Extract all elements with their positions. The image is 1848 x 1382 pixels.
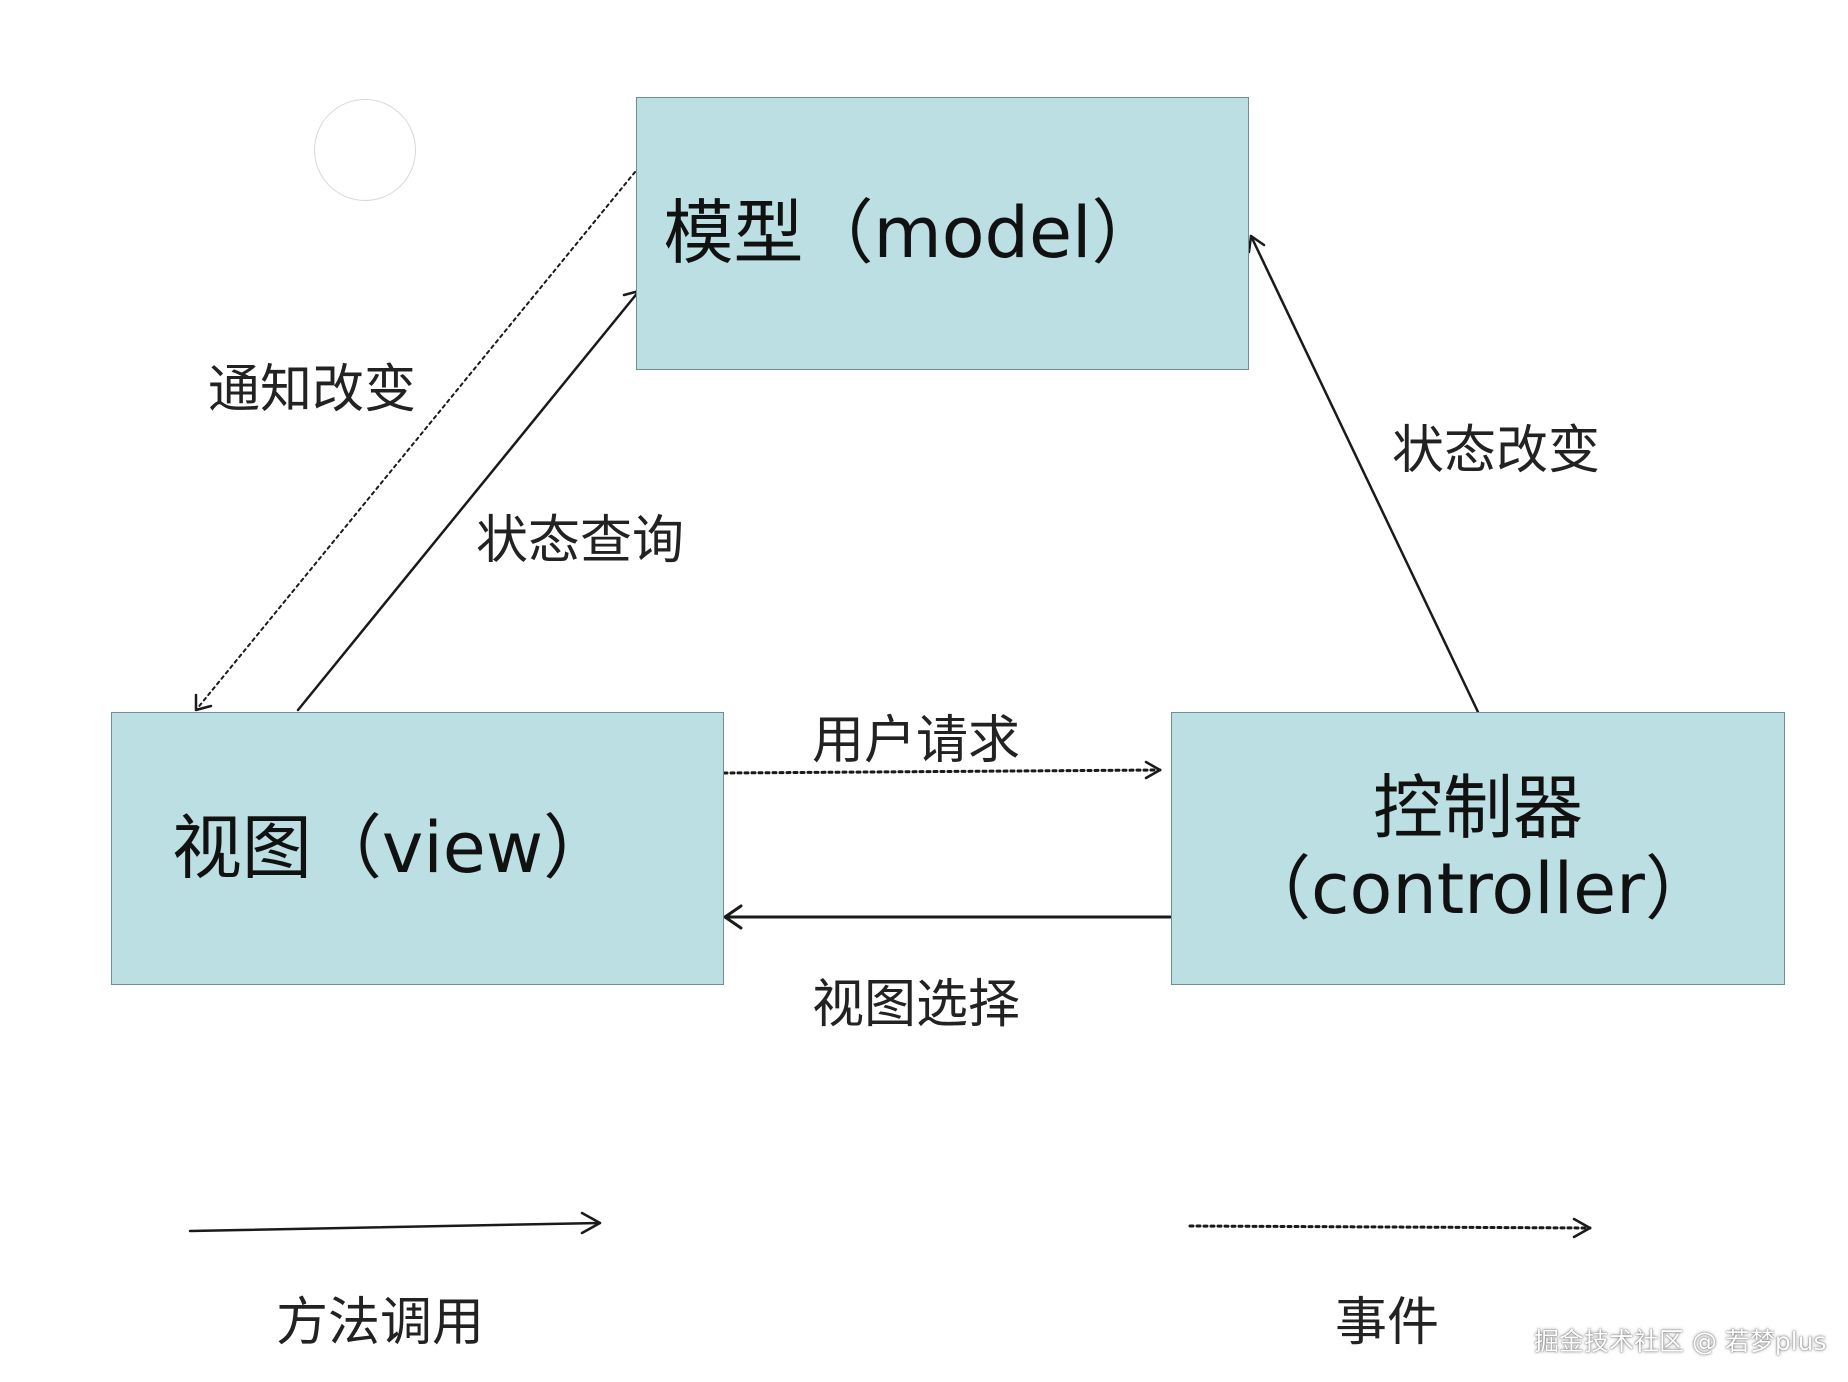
edge-user-request	[722, 768, 1162, 775]
decorative-circle	[314, 99, 416, 201]
view-box: 视图（view）	[111, 712, 724, 985]
view-label: 视图（view）	[171, 807, 614, 890]
edge-state-change	[1249, 234, 1480, 714]
label-view-select: 视图选择	[812, 975, 1021, 1035]
controller-label-line1: 控制器	[1373, 767, 1583, 849]
model-label: 模型（model）	[663, 192, 1162, 275]
legend-method-call-label: 方法调用	[276, 1293, 485, 1353]
legend-solid-arrowhead	[580, 1211, 602, 1235]
edge-view-select-arrowhead	[723, 904, 743, 930]
edge-user-request-arrowhead	[1144, 760, 1162, 780]
edge-notify-change-arrowhead	[194, 693, 213, 712]
edge-state-change-arrowhead	[1247, 234, 1266, 254]
legend-solid-arrow	[188, 1221, 602, 1233]
model-box: 模型（model）	[636, 97, 1249, 370]
label-notify-change: 通知改变	[208, 360, 417, 420]
edge-state-query	[296, 289, 641, 712]
legend-dotted-arrowhead	[1572, 1217, 1592, 1239]
watermark: 掘金技术社区 @ 若梦plus	[1534, 1327, 1827, 1356]
label-state-change: 状态改变	[1392, 421, 1601, 481]
controller-box: 控制器 （controller）	[1171, 712, 1785, 985]
label-state-query: 状态查询	[476, 511, 685, 571]
edge-notify-change	[195, 171, 636, 711]
label-user-request: 用户请求	[812, 711, 1021, 771]
controller-label-line2: （controller）	[1241, 847, 1715, 930]
legend-dotted-arrow	[1188, 1224, 1592, 1230]
legend-event-label: 事件	[1335, 1293, 1440, 1353]
